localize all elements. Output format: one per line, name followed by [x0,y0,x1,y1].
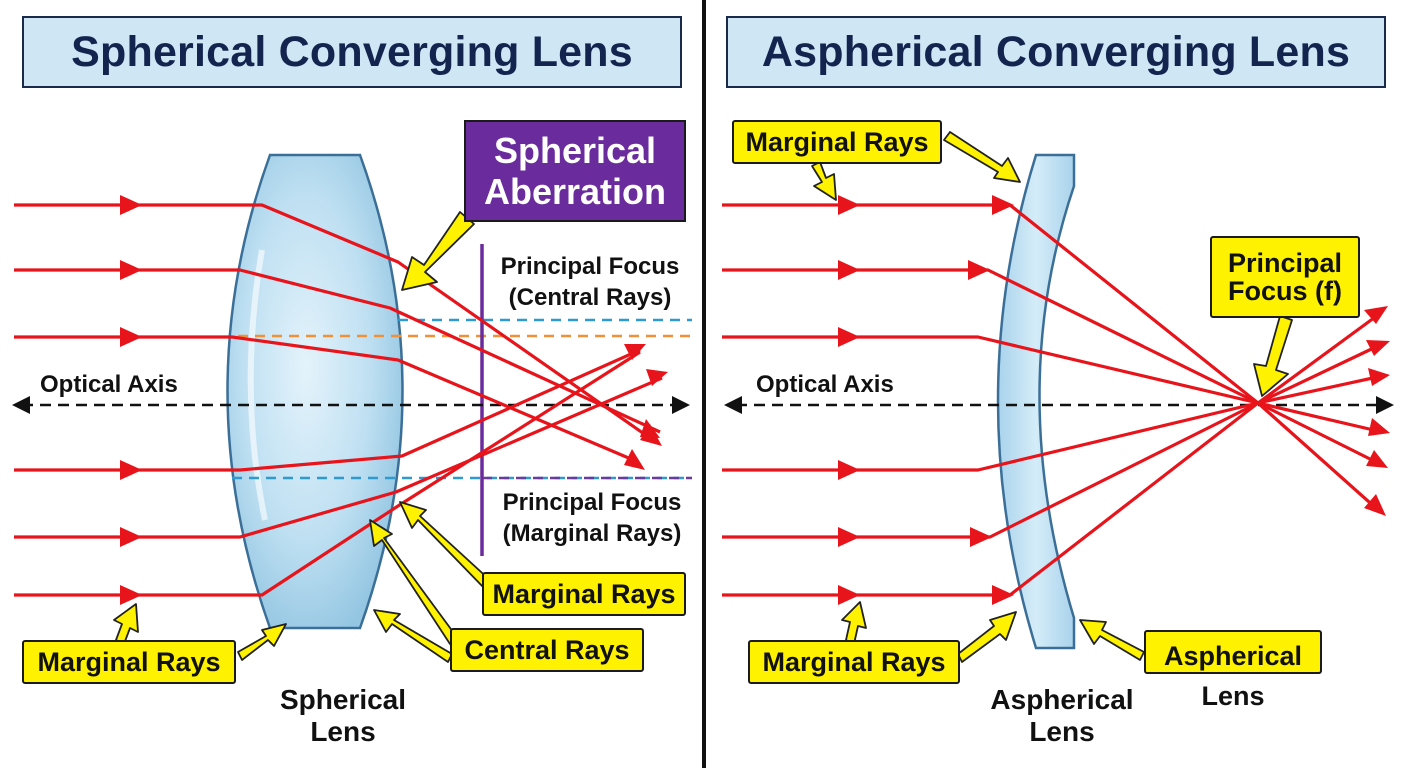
marginal-rays-pointer-left-a [113,603,139,645]
aberration-pointer-arrow [401,211,475,291]
right-panel-title: Aspherical Converging Lens [726,16,1386,88]
marginal-rays-callout-bottom: Marginal Rays [748,640,960,684]
marginal-rays-bottom-pointer-b [957,611,1017,663]
spherical-aberration-label: Spherical Aberration [464,120,686,222]
asp-ray-1-arrowhead [838,195,860,215]
ray-3-arrowhead [120,327,142,347]
ray-4-arrowhead [120,460,142,480]
ray-2-arrowhead [120,260,142,280]
asp-ray-2-arrowhead [838,260,860,280]
principal-focus-marginal-label: Principal Focus (Marginal Rays) [502,489,682,547]
aspherical-lens-label: Aspherical Lens [990,684,1134,748]
asp-ray-6-exit-arrowhead [1364,306,1388,324]
asp-ray-3-exit-arrowhead [1368,418,1390,436]
asp-ray-5-arrowhead [838,527,860,547]
asp-ray-6-lens-arrowhead [992,585,1014,605]
marginal-rays-top-pointer-b [811,161,837,201]
asp-ray-4-exit-arrowhead [1368,368,1390,386]
asp-ray-4-arrowhead [838,460,860,480]
optical-axis-label: Optical Axis [40,371,178,398]
marginal-rays-callout-top: Marginal Rays [732,120,942,164]
marginal-rays-callout-left: Marginal Rays [22,640,236,684]
ray-4-exit-arrowhead [624,344,646,360]
ray-5-arrowhead [120,527,142,547]
marginal-rays-pointer-right [399,501,493,591]
asp-ray-2-exit-arrowhead [1366,450,1388,468]
left-panel-title: Spherical Converging Lens [22,16,682,88]
central-rays-pointer-b [373,609,453,663]
lens-highlight [247,249,268,521]
ray-3-exit-arrowhead [624,449,645,470]
panel-divider [702,0,706,768]
aspherical-lens-pointer [1079,619,1145,661]
asp-ray-5-exit-arrowhead [1366,340,1390,356]
spherical-lens-shape [226,153,404,630]
aspherical-lens-callout-text: Aspherical Lens [1163,641,1303,711]
asp-ray-1-lens-arrowhead [992,195,1014,215]
asp-ray-2-lens-arrowhead [968,260,990,280]
optical-axis-arrow-left [12,396,30,414]
principal-focus-central-label: Principal Focus (Central Rays) [500,253,680,311]
central-rays-pointer-a [369,519,457,645]
asp-ray-1 [722,203,1380,512]
asp-ray-6 [722,310,1383,597]
marginal-rays-top-pointer-a [943,131,1021,183]
optical-axis-arrow-left-right [724,396,742,414]
ray-6-arrowhead [120,585,142,605]
optical-axis-label-right: Optical Axis [756,371,894,398]
optical-axis-arrow-right [672,396,690,414]
marginal-rays-bottom-pointer-a [841,601,867,645]
principal-focus-pointer [1253,315,1293,397]
asp-ray-6-arrowhead [838,585,860,605]
asp-ray-5-lens-arrowhead [970,527,992,547]
ray-5-exit-arrowhead [646,369,668,386]
left-panel-graphics [12,153,692,663]
asp-ray-3-arrowhead [838,327,860,347]
asp-ray-1-exit-arrowhead [1364,494,1386,516]
marginal-rays-callout-right: Marginal Rays [482,572,686,616]
right-panel-graphics [722,131,1394,663]
central-rays-callout: Central Rays [450,628,644,672]
marginal-rays-pointer-left-b [237,623,287,661]
principal-focus-callout: Principal Focus (f) [1210,236,1360,318]
optical-axis-arrow-right-right [1376,396,1394,414]
aspherical-lens-callout: Aspherical Lens [1144,630,1322,711]
ray-1-arrowhead [120,195,142,215]
ray-2-exit-arrowhead [640,419,660,438]
spherical-lens-label: Spherical Lens [279,684,407,748]
spherical-aberration-text: Spherical Aberration [483,129,667,212]
